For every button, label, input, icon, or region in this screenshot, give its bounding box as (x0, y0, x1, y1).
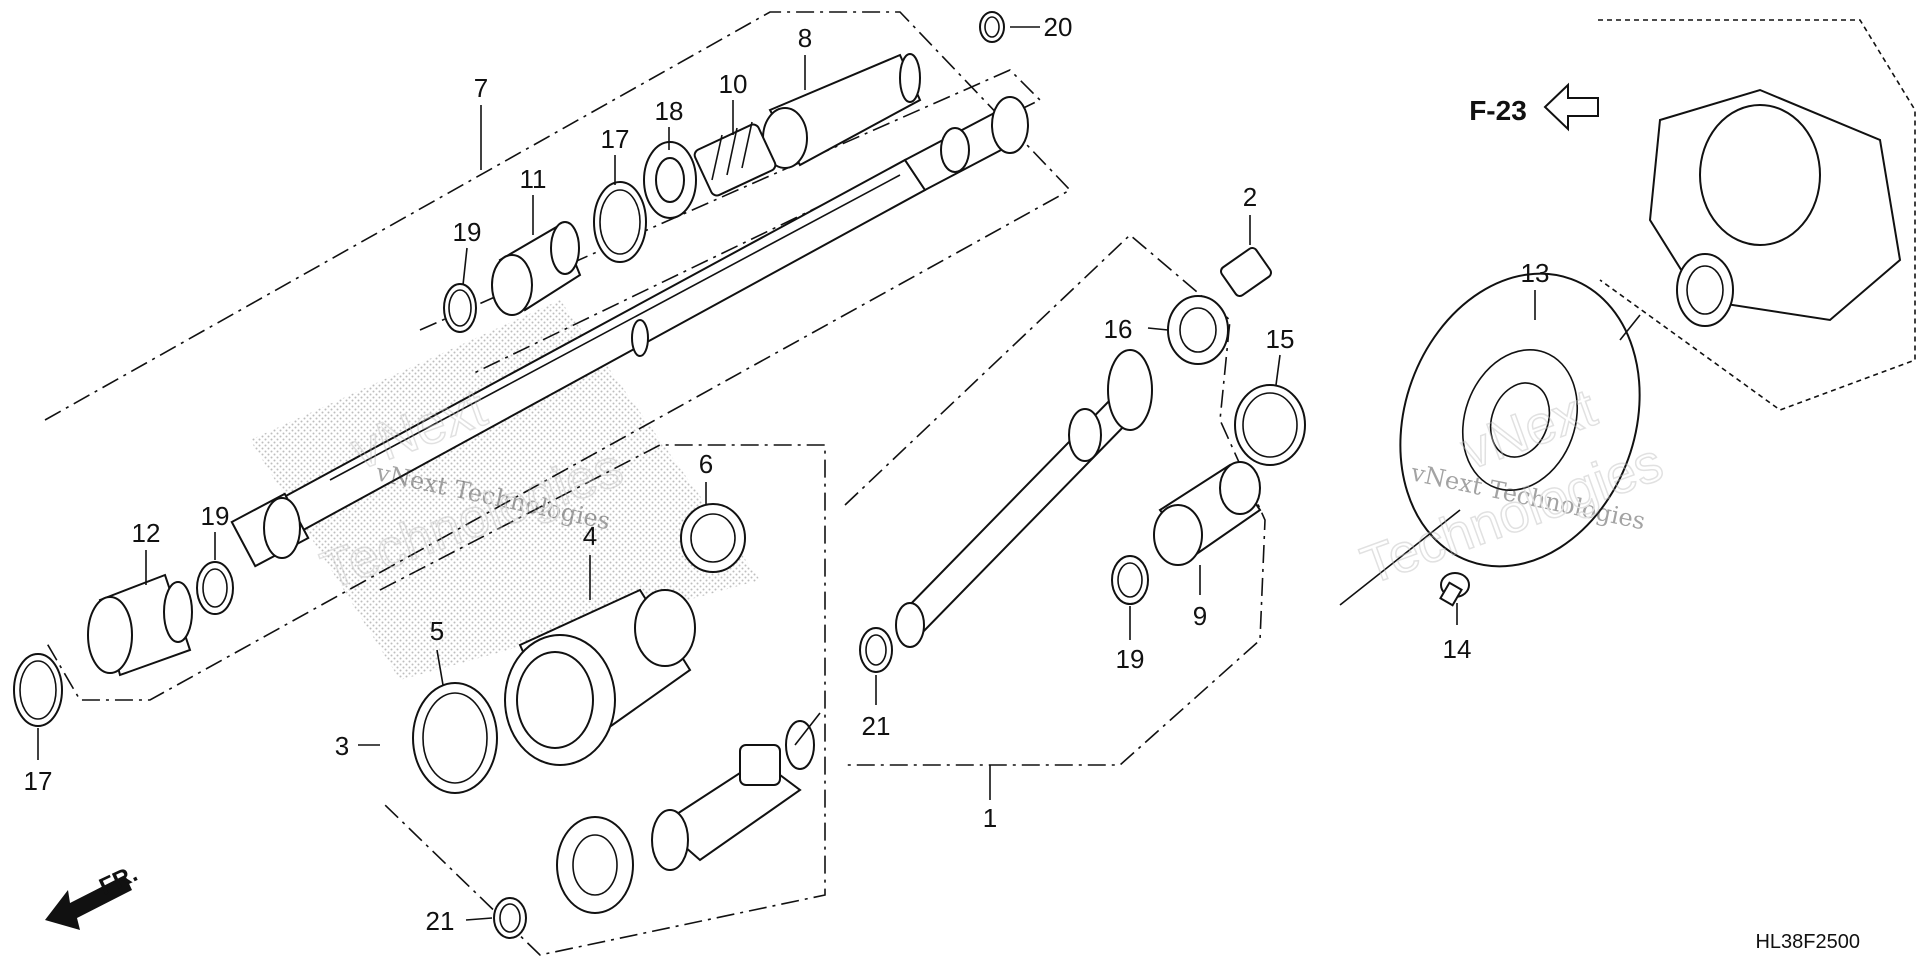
front-direction-indicator: FR. (45, 860, 142, 930)
part-17-ring-upper (593, 181, 647, 263)
leader-lines (37, 26, 1641, 921)
group-outline-7 (44, 11, 1072, 701)
part-19-ring-upper (443, 283, 477, 333)
part-2-spring (1220, 246, 1272, 298)
part-13-brake-disc (1399, 272, 1641, 568)
part-3-seal (556, 816, 634, 914)
part-10-spring (693, 121, 777, 197)
callout-1: 1 (983, 803, 997, 833)
callout-19b: 19 (201, 501, 230, 531)
callout-19a: 19 (453, 217, 482, 247)
part-1-shaft (895, 349, 1153, 648)
callout-5: 5 (430, 616, 444, 646)
callout-8: 8 (798, 23, 812, 53)
part-universal-joint (651, 720, 815, 871)
part-6-clamp (680, 503, 746, 573)
callout-20: 20 (1044, 12, 1073, 42)
callout-labels: 1 2 3 4 5 6 7 8 9 10 11 12 13 14 15 16 1… (24, 12, 1550, 936)
callout-13: 13 (1521, 258, 1550, 288)
callout-9: 9 (1193, 601, 1207, 631)
part-21-ring-upper (859, 627, 893, 673)
callout-2: 2 (1243, 182, 1257, 212)
part-8-boot (762, 53, 922, 169)
callout-6: 6 (699, 449, 713, 479)
arrow-left-icon (1543, 82, 1599, 132)
part-15-ring (1234, 384, 1306, 466)
part-9-joint (1153, 461, 1262, 566)
callout-14: 14 (1443, 634, 1472, 664)
callout-15: 15 (1266, 324, 1295, 354)
callout-21b: 21 (426, 906, 455, 936)
part-14-bolt (1439, 572, 1470, 607)
reference-f23-label: F-23 (1469, 95, 1527, 126)
callout-11: 11 (520, 164, 547, 194)
part-20-ring (979, 11, 1005, 43)
callout-16: 16 (1104, 314, 1133, 344)
callout-7: 7 (474, 73, 488, 103)
group-outline-f23 (1598, 19, 1916, 411)
callout-18: 18 (655, 96, 684, 126)
part-16-bearing (1167, 295, 1229, 365)
watermark-logo (250, 300, 760, 680)
callout-3: 3 (335, 731, 349, 761)
part-5-clamp (412, 682, 498, 794)
arrow-front-icon (45, 875, 132, 930)
callout-21a: 21 (862, 711, 891, 741)
part-19-ring-mid (1111, 555, 1149, 605)
callout-4: 4 (583, 521, 597, 551)
diagram-code: HL38F2500 (1755, 931, 1860, 953)
callout-17a: 17 (601, 124, 630, 154)
part-12-joint (87, 573, 193, 677)
reference-f23: F-23 (1469, 82, 1599, 132)
callout-10: 10 (719, 69, 748, 99)
callout-17b: 17 (24, 766, 53, 796)
callout-12: 12 (132, 518, 161, 548)
part-19-ring-left (196, 561, 234, 615)
part-11-joint (491, 221, 582, 316)
part-18-bearing (643, 141, 697, 219)
part-4-boot (504, 588, 696, 766)
propeller-shaft (230, 96, 1029, 568)
callout-19c: 19 (1116, 644, 1145, 674)
part-21-ring-lower (493, 897, 527, 939)
hub-knuckle (1648, 88, 1902, 327)
part-17-ring-left (13, 653, 63, 727)
